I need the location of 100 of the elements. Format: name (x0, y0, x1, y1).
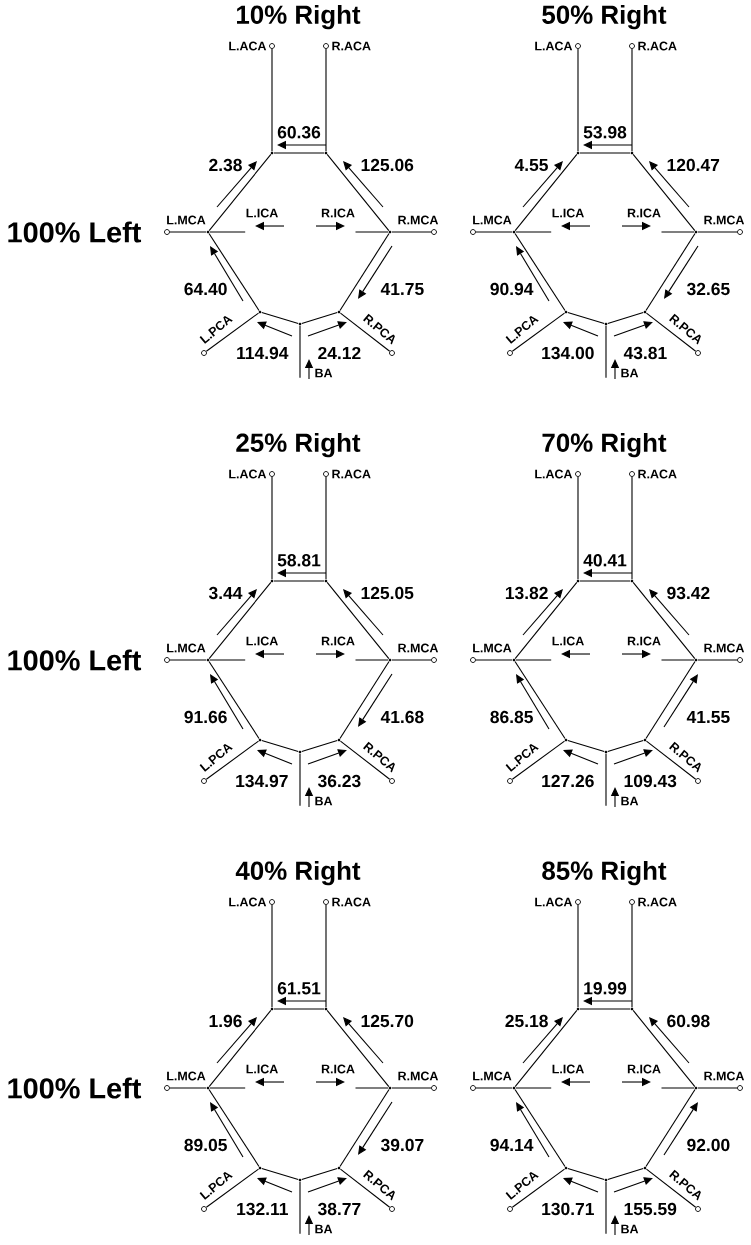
vessel-line (567, 740, 605, 753)
vessel-line (391, 659, 432, 661)
vessel-label: R.ICA (627, 208, 661, 218)
flow-value: 64.40 (184, 282, 227, 296)
vessel-line (514, 1009, 578, 1088)
row-label: 100% Left (8, 221, 142, 243)
vessel-line (605, 753, 607, 807)
vessel-line (514, 1089, 566, 1167)
flow-value: 125.70 (361, 1014, 414, 1028)
flow-value: 53.98 (583, 126, 627, 139)
flow-value: 134.00 (542, 346, 594, 360)
vessel-label: L.ACA (229, 469, 267, 479)
vessel-line (273, 152, 325, 154)
flow-value: 89.05 (184, 1138, 227, 1152)
vessel-label: L.ICA (246, 636, 278, 646)
vessel-label: R.ACA (638, 897, 677, 907)
vessel-line (301, 740, 338, 752)
vessel-label: L.MCA (167, 643, 206, 653)
vessel-line (326, 1009, 390, 1088)
vessel-line (607, 1168, 644, 1180)
vessel-label: BA (621, 796, 639, 806)
panel-title: 85% Right (542, 860, 667, 886)
vessel-line (208, 661, 260, 739)
flow-value: 92.00 (687, 1138, 730, 1152)
flow-value: 39.07 (380, 1138, 424, 1152)
vessel-line (208, 581, 272, 660)
flow-value: 3.44 (208, 586, 243, 600)
vessel-line (577, 904, 579, 1008)
vessel-line (645, 312, 697, 352)
panel-title: 25% Right (236, 432, 361, 458)
flow-value: 134.97 (236, 774, 288, 788)
vessel-line (325, 476, 327, 580)
flow-value: 114.94 (237, 346, 289, 360)
vessel-line (354, 231, 389, 233)
flow-value: 132.11 (237, 1202, 288, 1216)
vessel-line (697, 659, 738, 661)
vessel-line (645, 1089, 696, 1167)
vessel-line (339, 661, 390, 739)
vessel-line (515, 231, 552, 233)
vessel-line (660, 659, 695, 661)
flow-value: 13.82 (505, 586, 548, 600)
vessel-line (339, 740, 391, 780)
flow-value: 125.05 (361, 586, 414, 600)
vessel-label: L.ICA (246, 208, 278, 218)
vessel-line (208, 153, 272, 232)
vessel-line (632, 581, 696, 660)
vessel-label: L.MCA (473, 215, 512, 225)
vessel-line (273, 580, 325, 582)
vessel-line (271, 48, 273, 152)
vessel-line (209, 231, 246, 233)
vessel-line (326, 581, 390, 660)
vessel-line (660, 1087, 695, 1089)
vessel-label: L.ACA (229, 897, 267, 907)
flow-value: 130.71 (542, 1202, 594, 1216)
vessel-label: L.MCA (167, 215, 206, 225)
vessel-line (631, 476, 633, 580)
panel-title: 10% Right (237, 4, 361, 30)
vessel-line (205, 1168, 260, 1208)
vessel-line (514, 233, 566, 311)
flow-value: 93.42 (667, 586, 710, 600)
vessel-line (645, 740, 697, 780)
vessel-label: BA (621, 368, 639, 378)
vessel-line (208, 233, 260, 311)
vessel-line (697, 231, 738, 233)
flow-value: 61.51 (277, 982, 321, 995)
vessel-line (169, 231, 207, 233)
vessel-line (607, 312, 644, 325)
flow-value: 4.55 (514, 158, 548, 172)
flow-value: 109.43 (624, 774, 677, 788)
flow-value: 43.81 (623, 346, 667, 360)
vessel-line (205, 312, 260, 352)
vessel-line (169, 659, 207, 661)
vessel-line (339, 1089, 390, 1167)
flow-value: 40.41 (583, 554, 627, 567)
vessel-label: L.ACA (535, 897, 573, 907)
vessel-line (514, 153, 578, 232)
flow-value: 94.14 (490, 1138, 534, 1152)
vessel-line (271, 904, 273, 1008)
vessel-line (208, 1009, 272, 1088)
flow-value: 60.36 (277, 126, 321, 139)
vessel-label: R.MCA (704, 1071, 745, 1081)
flow-value: 19.99 (584, 982, 627, 995)
vessel-line (261, 312, 299, 325)
flow-value: 125.06 (361, 158, 414, 172)
vessel-line (511, 312, 566, 352)
vessel-line (339, 312, 391, 352)
vessel-line (325, 48, 327, 152)
flow-value: 91.66 (184, 710, 227, 724)
vessel-label: L.ICA (552, 208, 584, 218)
vessel-line (605, 325, 607, 379)
vessel-line (514, 661, 566, 739)
flow-value: 24.12 (318, 346, 361, 360)
vessel-line (339, 233, 390, 311)
vessel-line (273, 1008, 325, 1010)
vessel-line (697, 1087, 738, 1089)
vessel-line (301, 1168, 338, 1180)
vessel-line (577, 48, 579, 152)
vessel-label: R.MCA (704, 215, 745, 225)
vessel-line (514, 581, 578, 660)
vessel-line (299, 1181, 301, 1235)
